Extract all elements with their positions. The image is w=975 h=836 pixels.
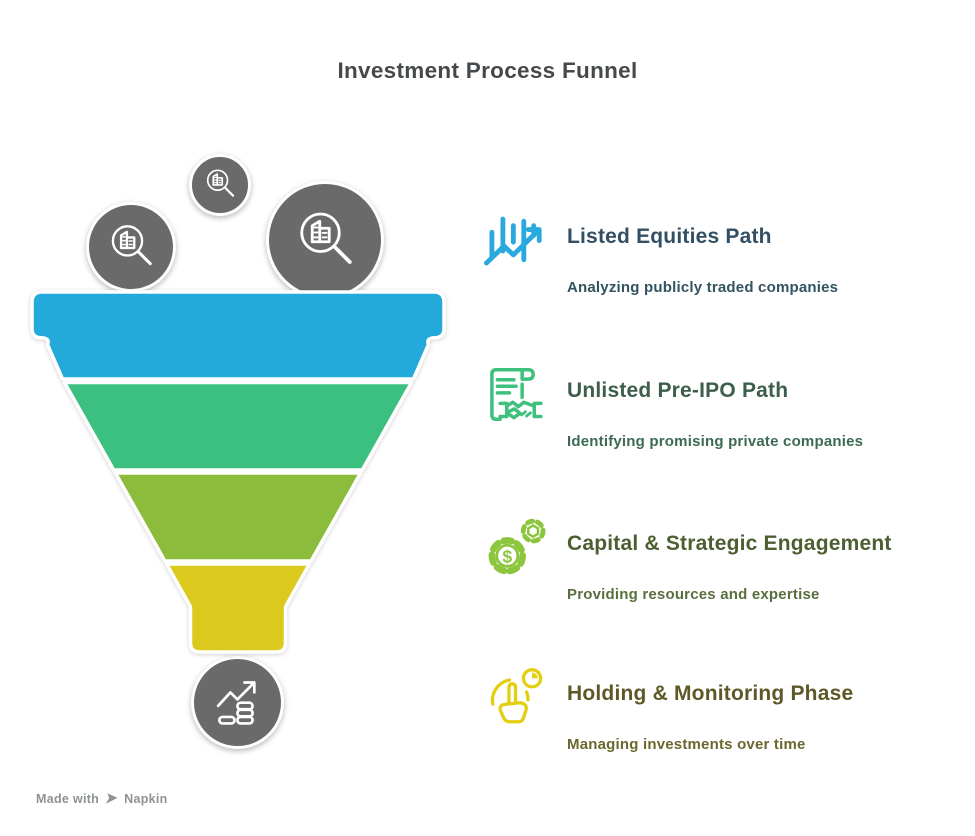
funnel-stage-3 <box>113 471 363 563</box>
growth-coins-bubble <box>191 656 284 749</box>
company-search-icon <box>289 202 361 279</box>
company-search-bubble-large <box>266 181 384 299</box>
watermark-text: Made with <box>36 791 100 806</box>
contract-handshake-icon <box>482 359 548 429</box>
item-title: Capital & Strategic Engagement <box>567 532 892 555</box>
hand-tap-clock-icon <box>482 662 548 732</box>
list-item-capital-engagement: $ Capital & Strategic Engagement Providi… <box>482 510 962 655</box>
page-title: Investment Process Funnel <box>337 58 638 83</box>
napkin-logo-icon <box>104 791 119 806</box>
item-description: Analyzing publicly traded companies <box>567 279 839 296</box>
item-description: Managing investments over time <box>567 736 806 753</box>
growth-coins-icon <box>210 672 266 733</box>
list-item-holding-monitoring: Holding & Monitoring Phase Managing inve… <box>482 660 962 805</box>
list-item-listed-equities: Listed Equities Path Analyzing publicly … <box>482 203 962 348</box>
svg-text:$: $ <box>502 546 512 566</box>
item-description: Providing resources and expertise <box>567 586 820 603</box>
item-description: Identifying promising private companies <box>567 433 864 450</box>
candlestick-chart-icon <box>482 205 548 275</box>
company-search-icon <box>103 217 159 278</box>
gear-dollar-icon: $ <box>482 512 548 582</box>
investment-funnel <box>30 290 446 654</box>
watermark-brand: Napkin <box>124 791 168 806</box>
item-title: Holding & Monitoring Phase <box>567 682 854 705</box>
item-title: Listed Equities Path <box>567 225 772 248</box>
item-title: Unlisted Pre-IPO Path <box>567 379 789 402</box>
list-item-unlisted-pre-ipo: Unlisted Pre-IPO Path Identifying promis… <box>482 357 962 502</box>
made-with-napkin-watermark: Made with Napkin <box>36 791 168 806</box>
company-search-bubble-medium <box>86 202 176 292</box>
funnel-stage-2 <box>62 380 414 472</box>
company-search-bubble-small <box>189 154 251 216</box>
funnel-stage-4 <box>164 562 312 654</box>
funnel-stage-1 <box>30 290 446 381</box>
company-search-icon <box>201 164 239 207</box>
